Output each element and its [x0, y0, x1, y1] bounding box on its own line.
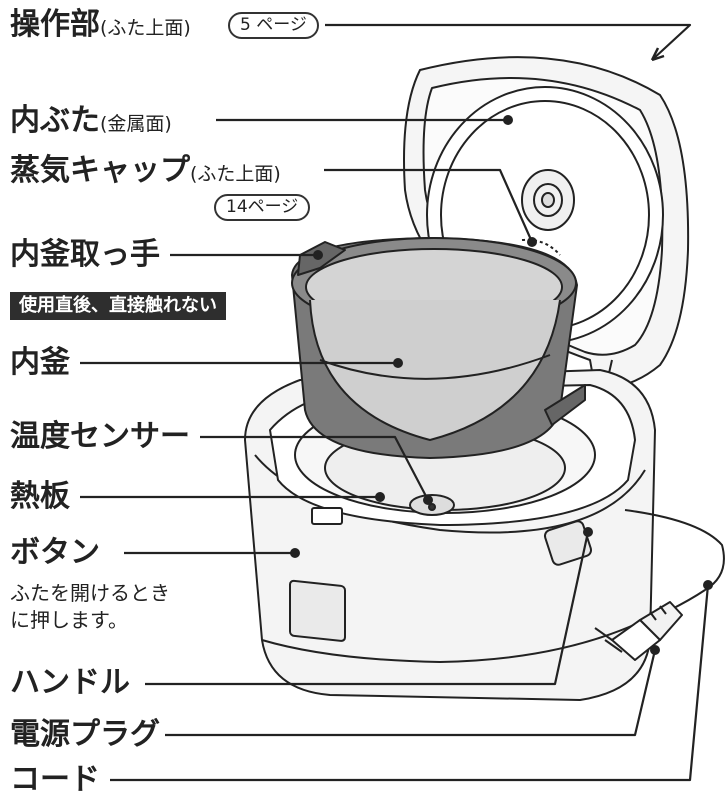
button-note-line2: に押します。	[10, 608, 128, 632]
operation-sub: (ふた上面)	[100, 17, 191, 39]
button-note-line1: ふたを開けるとき	[10, 581, 170, 605]
handle-label: ハンドル	[10, 665, 130, 700]
steam-cap-page-ref: 14ページ	[214, 194, 311, 221]
open-button	[289, 579, 346, 642]
steam-cap-sub: (ふた上面)	[190, 163, 281, 185]
inner-pot-label: 内釜	[10, 345, 70, 380]
temperature-sensor-label: 温度センサー	[10, 419, 190, 454]
plug-label: 電源プラグ	[10, 717, 160, 752]
pot-handle-warning: 使用直後、直接触れない	[10, 292, 226, 320]
pot-handle-right	[544, 384, 586, 426]
inner-lid-label: 内ぶた(金属面)	[10, 106, 172, 136]
power-plug	[594, 601, 683, 661]
inner-lid-sub: (金属面)	[100, 113, 172, 135]
operation-page-ref: 5 ページ	[228, 12, 319, 39]
cord-label: コード	[10, 762, 100, 797]
operation-main: 操作部	[10, 7, 100, 42]
heating-plate-label: 熱板	[10, 479, 70, 514]
button-label: ボタン	[10, 535, 100, 570]
steam-cap-main: 蒸気キャップ	[10, 153, 190, 188]
steam-cap-label: 蒸気キャップ(ふた上面)	[10, 156, 281, 186]
inner-lid-main: 内ぶた	[10, 103, 100, 138]
power-cord	[624, 509, 725, 591]
pot-handle-label: 内釜取っ手	[10, 237, 160, 272]
inner-pot	[291, 237, 586, 459]
operation-label: 操作部(ふた上面)	[10, 10, 191, 40]
